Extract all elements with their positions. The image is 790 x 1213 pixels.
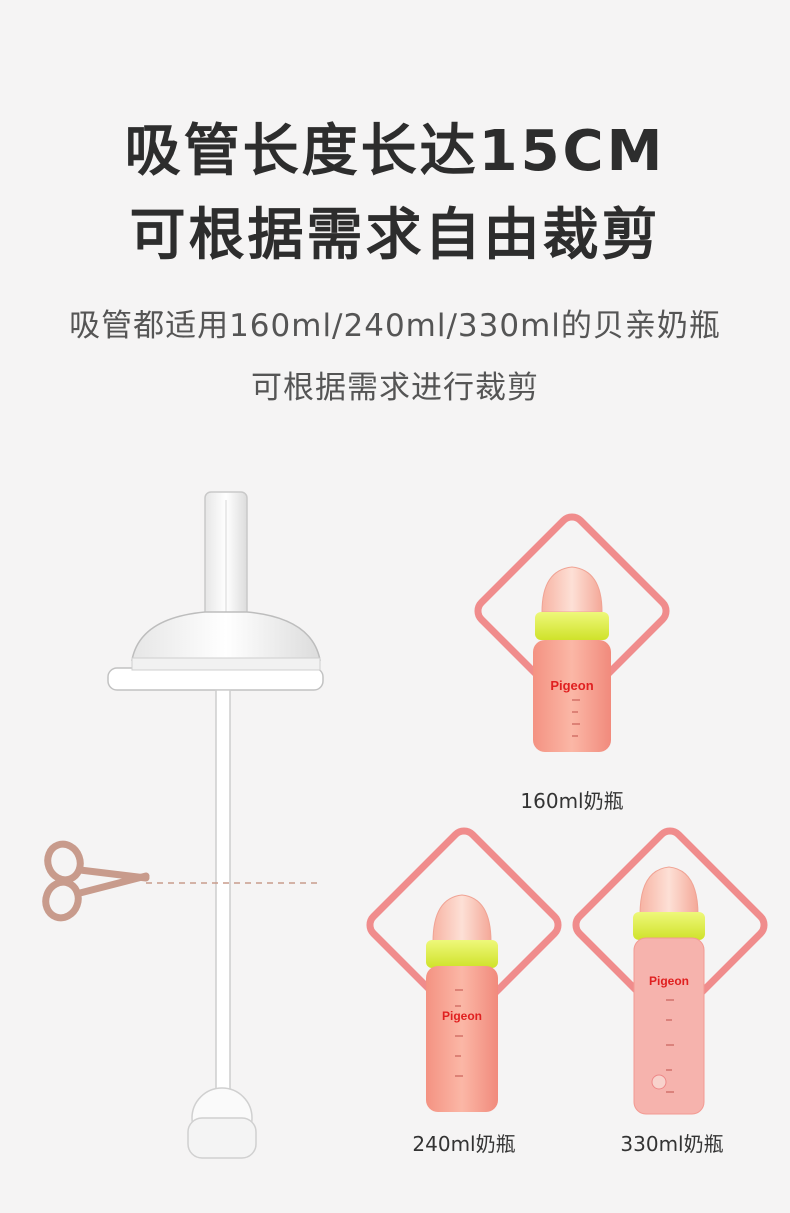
bottle-body	[426, 966, 498, 1112]
headline-line1: 吸管长度长达15CM	[124, 119, 666, 184]
bottle-brand-label: Pigeon	[442, 1009, 482, 1023]
caption-240ml: 240ml奶瓶	[412, 1132, 516, 1156]
bottle-160ml: Pigeon	[474, 513, 670, 752]
bottle-nipple	[432, 894, 492, 943]
diamond-frame	[572, 827, 768, 1023]
bottle-collar	[535, 612, 609, 640]
bottle-collar	[633, 912, 705, 940]
bottle-body	[533, 640, 611, 752]
bottle-brand-label: Pigeon	[649, 974, 689, 988]
caption-330ml: 330ml奶瓶	[620, 1132, 724, 1156]
headline-line2: 可根据需求自由裁剪	[129, 203, 661, 268]
bottle-body	[633, 937, 705, 1115]
diamond-frame	[366, 827, 562, 1023]
bottle-240ml: Pigeon	[366, 827, 562, 1112]
diamond-frame	[474, 513, 670, 709]
bottle-brand-label: Pigeon	[550, 678, 593, 693]
bottle-nipple	[541, 566, 603, 613]
bottle-330ml: Pigeon	[572, 827, 768, 1115]
straw-assembly	[107, 491, 324, 1159]
subtitle-line2: 可根据需求进行裁剪	[251, 370, 539, 406]
subtitle-line1: 吸管都适用160ml/240ml/330ml的贝亲奶瓶	[69, 308, 721, 344]
straw-lid-dome	[131, 611, 321, 661]
bottle-collar	[426, 940, 498, 968]
straw-lid-flange	[107, 667, 324, 691]
bottle-nipple	[639, 866, 699, 916]
caption-160ml: 160ml奶瓶	[520, 789, 624, 813]
straw-tube	[215, 689, 231, 1093]
scissors-icon	[42, 840, 150, 922]
